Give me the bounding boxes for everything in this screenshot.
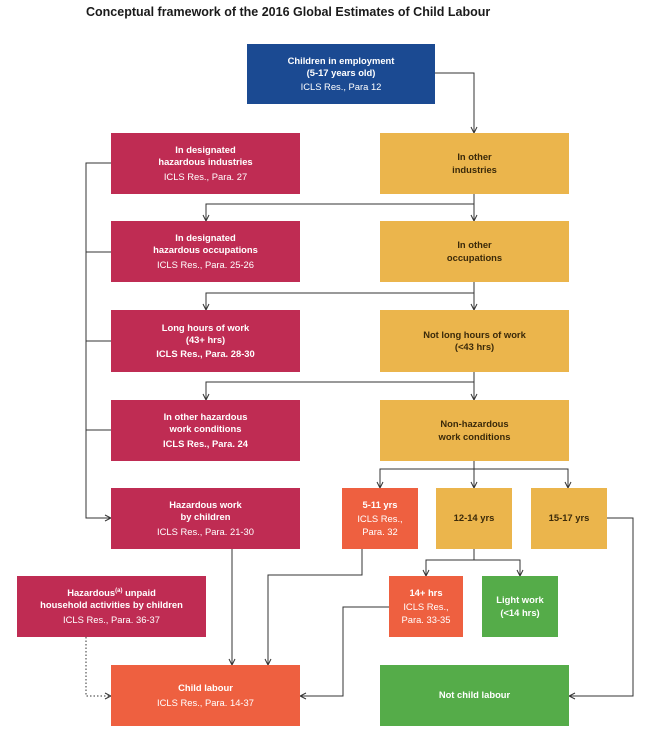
node-reference: ICLS Res., Para. 24 <box>163 437 248 449</box>
node-label: In other hazardous <box>163 411 248 423</box>
node-label: hazardous occupations <box>153 244 258 256</box>
node-reference: ICLS Res., Para. 14-37 <box>157 696 254 708</box>
node-label: In other <box>457 151 492 163</box>
node-label: Not child labour <box>438 689 511 701</box>
node-child-labour: Child labour ICLS Res., Para. 14-37 <box>111 665 300 726</box>
node-label: (43+ hrs) <box>185 333 226 345</box>
node-label: Long hours of work <box>161 321 250 333</box>
node-label: Light work <box>496 594 544 606</box>
node-label: occupations <box>446 251 503 263</box>
arrow-employment-to-industries <box>435 72 474 133</box>
arrow-14plus-to-child-labour <box>300 606 389 696</box>
node-other-industries: In other industries <box>380 133 569 194</box>
node-label: Children in employment <box>287 54 395 66</box>
node-hazardous-work: Hazardous work by children ICLS Res., Pa… <box>111 488 300 549</box>
arrow-to-age-5-11 <box>380 468 474 488</box>
arrow-hours-to-other-haz <box>206 381 474 400</box>
node-label: industries <box>452 163 497 175</box>
node-label: 12-14 yrs <box>453 512 495 524</box>
node-children-in-employment: Children in employment (5-17 years old) … <box>247 44 435 104</box>
node-label: Non-hazardous <box>440 418 509 430</box>
node-reference: Para. 33-35 <box>401 613 451 625</box>
node-other-hazardous-conditions: In other hazardous work conditions ICLS … <box>111 400 300 461</box>
footnote-marker: (a) <box>115 588 123 595</box>
node-14-plus-hours: 14+ hrs ICLS Res., Para. 33-35 <box>389 576 463 637</box>
arrow-5-11-to-child-labour <box>268 549 363 665</box>
node-label: (<43 hrs) <box>454 341 495 352</box>
node-reference: ICLS Res., Para. 21-30 <box>157 525 254 537</box>
node-label: (<14 hrs) <box>500 606 540 618</box>
node-label: 15-17 yrs <box>548 512 590 524</box>
node-label: 5-11 yrs <box>362 499 398 511</box>
node-label: hazardous industries <box>158 156 253 168</box>
node-unpaid-household: Hazardous(a) unpaid household activities… <box>17 576 206 637</box>
node-hazardous-industries: In designated hazardous industries ICLS … <box>111 133 300 194</box>
node-label: Hazardous work <box>169 499 242 511</box>
node-not-child-labour: Not child labour <box>380 665 569 726</box>
node-label: In designated <box>175 144 236 156</box>
node-reference: Para. 32 <box>362 525 398 537</box>
node-reference: ICLS Res., Para. 28-30 <box>156 348 255 360</box>
node-label: Child labour <box>178 682 233 694</box>
node-long-hours: Long hours of work (43+ hrs) ICLS Res., … <box>111 310 300 372</box>
node-label: work conditions <box>438 430 511 442</box>
node-not-long-hours: Not long hours of work (<43 hrs) <box>380 310 569 372</box>
node-label: In other <box>457 239 492 251</box>
arrow-15-17-to-not-child-labour <box>569 517 634 696</box>
diagram-title: Conceptual framework of the 2016 Global … <box>86 5 491 19</box>
node-label-part: Hazardous <box>67 587 116 599</box>
node-reference: ICLS Res., Para. 27 <box>163 170 248 182</box>
node-label: (5-17 years old) <box>306 66 376 78</box>
node-label: Hazardous(a) unpaid <box>67 587 156 599</box>
arrow-unpaid-to-child-labour <box>85 637 111 696</box>
node-age-12-14: 12-14 yrs <box>436 488 512 549</box>
node-label: by children <box>180 511 231 523</box>
arrow-12-14-to-light <box>474 559 520 576</box>
node-label-part: unpaid <box>122 587 156 599</box>
node-reference: ICLS Res., Para. 25-26 <box>157 258 254 270</box>
arrow-industries-to-haz-occupations <box>206 203 474 221</box>
node-label: household activities by children <box>40 599 183 611</box>
node-label: work conditions <box>169 423 242 435</box>
node-label: Not long hours of work <box>423 328 526 340</box>
node-light-work: Light work (<14 hrs) <box>482 576 558 637</box>
arrow-occupations-to-long <box>206 292 474 310</box>
arrow-to-age-15-17 <box>474 468 568 488</box>
node-hazardous-occupations: In designated hazardous occupations ICLS… <box>111 221 300 282</box>
node-non-hazardous-conditions: Non-hazardous work conditions <box>380 400 569 461</box>
node-label: 14+ hrs <box>409 587 443 599</box>
arrow-12-14-to-14plus <box>426 549 475 576</box>
node-age-15-17: 15-17 yrs <box>531 488 607 549</box>
node-reference: ICLS Res., Para 12 <box>300 81 382 93</box>
node-reference: ICLS Res., <box>357 513 403 525</box>
node-label: In designated <box>175 232 236 244</box>
node-reference: ICLS Res., <box>403 601 449 613</box>
node-age-5-11: 5-11 yrs ICLS Res., Para. 32 <box>342 488 418 549</box>
node-reference: ICLS Res., Para. 36-37 <box>63 613 160 625</box>
node-other-occupations: In other occupations <box>380 221 569 282</box>
